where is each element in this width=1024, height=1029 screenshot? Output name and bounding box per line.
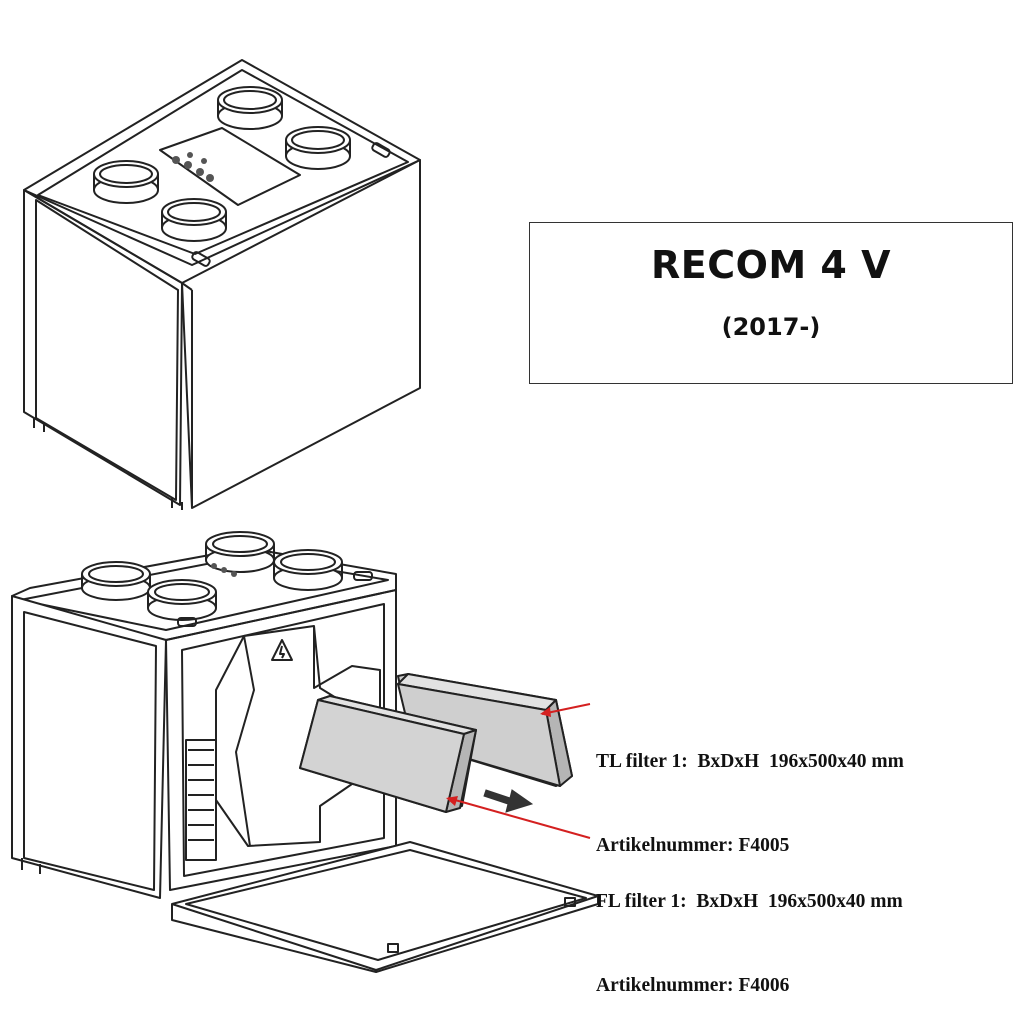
filter-label-fl: FL filter 1: BxDxH 196x500x40 mm Artikel… (596, 832, 903, 1028)
filter-fl-name: FL filter 1: (596, 891, 687, 912)
model-name: RECOM 4 V (650, 243, 892, 287)
filter-tl-spec-line: TL filter 1: BxDxH 196x500x40 mm (596, 748, 904, 776)
model-title-box: RECOM 4 V (2017-) (529, 222, 1013, 384)
filter-fl-article: F4006 (738, 975, 790, 996)
unit-closed-drawing (23, 59, 421, 510)
filter-fl (299, 695, 477, 813)
model-year: (2017-) (721, 313, 821, 341)
filter-tl (397, 673, 573, 787)
filter-tl-name: TL filter 1: (596, 751, 688, 772)
filter-tl-dims-label: BxDxH (697, 751, 760, 772)
filter-tl-article-label: Artikelnummer: (596, 835, 734, 856)
filter-fl-article-label: Artikelnummer: (596, 975, 734, 996)
filter-tl-dims: 196x500x40 mm (768, 751, 904, 772)
filter-fl-article-line: Artikelnummer: F4006 (596, 972, 903, 1000)
filter-fl-dims-label: BxDxH (696, 891, 759, 912)
filter-fl-spec-line: FL filter 1: BxDxH 196x500x40 mm (596, 888, 903, 916)
unit-open-drawing (11, 531, 599, 973)
leader-arrow-fl (447, 797, 591, 839)
filter-label-tl: TL filter 1: BxDxH 196x500x40 mm Artikel… (596, 692, 904, 888)
pull-out-arrow-icon (483, 789, 534, 813)
filter-tl-article: F4005 (738, 835, 790, 856)
filter-fl-dims: 196x500x40 mm (767, 891, 903, 912)
filter-tl-article-line: Artikelnummer: F4005 (596, 832, 904, 860)
